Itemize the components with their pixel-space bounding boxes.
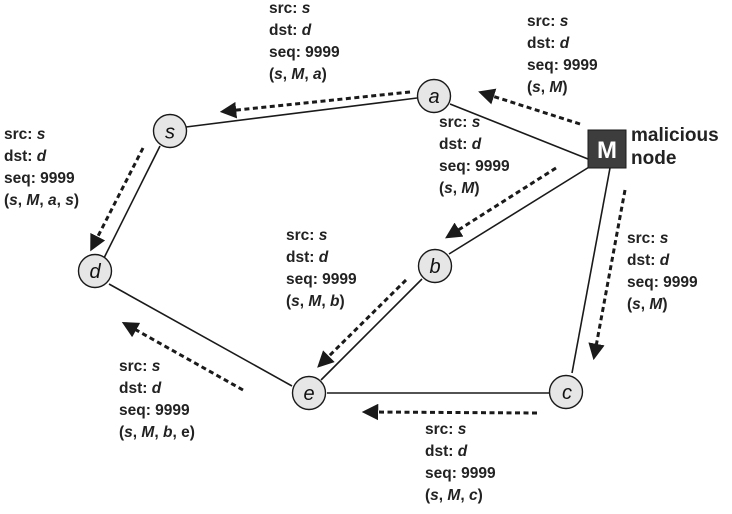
network-links: [103, 97, 611, 394]
link-a-m: [449, 103, 589, 160]
packet-dst: dst: d: [439, 136, 482, 153]
link-b-e: [320, 278, 423, 381]
node-c-label: c: [562, 382, 572, 404]
packet-src: src: s: [425, 421, 467, 438]
arrow-a-to-s: [219, 90, 411, 119]
packet-dst: dst: d: [627, 252, 670, 269]
packet-src: src: s: [4, 126, 46, 143]
node-d-label: d: [89, 261, 101, 283]
packet-dst: dst: d: [527, 35, 570, 52]
node-s: s: [152, 113, 188, 149]
link-m-c: [571, 167, 611, 374]
link-d-e: [108, 283, 293, 387]
packet-seq: seq: 9999: [119, 402, 190, 419]
packet-dst: dst: d: [425, 443, 468, 460]
node-e: e: [291, 375, 327, 411]
malicious-node-letter: M: [597, 137, 617, 164]
packet-m-to-c: src: s dst: d seq: 9999 (s, M): [627, 230, 698, 313]
malicious-node: M malicious node: [587, 125, 719, 169]
packet-route: (s, M, a): [269, 66, 327, 83]
link-s-d: [103, 145, 161, 259]
packet-seq: seq: 9999: [425, 465, 496, 482]
packet-route: (s, M): [627, 296, 668, 313]
arrow-m-to-c: [588, 189, 627, 361]
packet-e-to-d: src: s dst: d seq: 9999 (s, M, b, e): [119, 358, 195, 441]
link-s-a: [185, 97, 418, 128]
packet-seq: seq: 9999: [4, 170, 75, 187]
packet-b-to-e: src: s dst: d seq: 9999 (s, M, b): [286, 227, 357, 310]
packet-seq: seq: 9999: [627, 274, 698, 291]
node-s-label: s: [165, 122, 175, 144]
packet-src: src: s: [627, 230, 669, 247]
arrow-s-to-d: [90, 147, 145, 252]
arrow-b-to-e: [317, 278, 408, 368]
packet-seq: seq: 9999: [527, 57, 598, 74]
packet-dst: dst: d: [119, 380, 162, 397]
packet-dst: dst: d: [4, 148, 47, 165]
packet-route: (s, M, c): [425, 487, 483, 504]
link-m-b: [448, 163, 595, 255]
arrow-m-to-a: [478, 88, 581, 126]
packet-s-to-d: src: s dst: d seq: 9999 (s, M, a, s): [4, 126, 79, 209]
packet-src: src: s: [527, 13, 569, 30]
packet-src: src: s: [439, 114, 481, 131]
packet-route: (s, M, b, e): [119, 424, 195, 441]
node-b-label: b: [429, 256, 440, 278]
malicious-label-line1: malicious: [631, 125, 719, 146]
packet-src: src: s: [286, 227, 328, 244]
packet-route: (s, M): [439, 180, 480, 197]
packet-c-to-e: src: s dst: d seq: 9999 (s, M, c): [425, 421, 496, 504]
packet-m-to-b: src: s dst: d seq: 9999 (s, M): [439, 114, 510, 197]
packet-route: (s, M, b): [286, 293, 345, 310]
node-b: b: [417, 248, 453, 284]
packet-labels: src: s dst: d seq: 9999 (s, M, a) src: s dst:…: [4, 0, 698, 504]
packet-route: (s, M): [527, 79, 568, 96]
arrow-e-to-d: [121, 321, 244, 392]
malicious-label-line2: node: [631, 148, 676, 169]
rreq-arrows: [90, 88, 627, 421]
packet-src: src: s: [119, 358, 161, 375]
packet-m-to-a: src: s dst: d seq: 9999 (s, M): [527, 13, 598, 96]
packet-seq: seq: 9999: [286, 271, 357, 288]
packet-seq: seq: 9999: [269, 44, 340, 61]
node-a: a: [416, 78, 452, 114]
node-c: c: [548, 374, 584, 410]
packet-dst: dst: d: [269, 22, 312, 39]
packet-route: (s, M, a, s): [4, 192, 79, 209]
packet-a-to-s: src: s dst: d seq: 9999 (s, M, a): [269, 0, 340, 83]
node-a-label: a: [428, 86, 439, 108]
packet-seq: seq: 9999: [439, 158, 510, 175]
arrow-m-to-b: [445, 166, 557, 239]
node-e-label: e: [303, 383, 314, 405]
packet-src: src: s: [269, 0, 311, 17]
node-d: d: [77, 253, 113, 289]
arrow-c-to-e: [361, 403, 538, 421]
packet-dst: dst: d: [286, 249, 329, 266]
